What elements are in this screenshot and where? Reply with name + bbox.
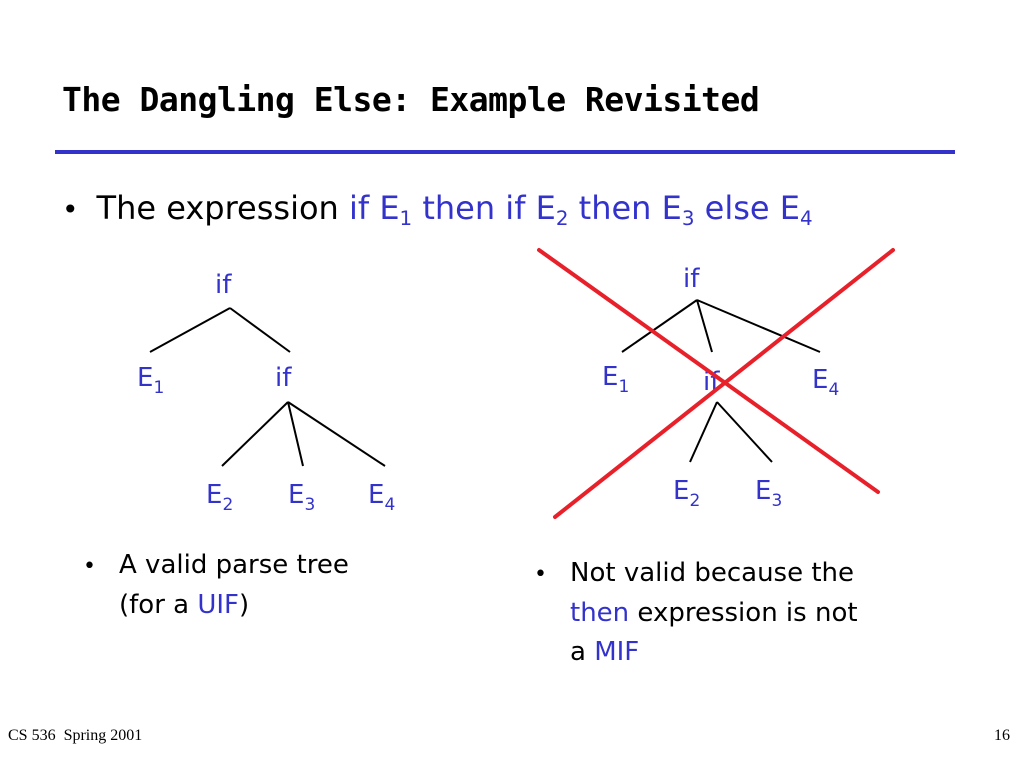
- left-tree-inner-if: if: [275, 363, 292, 393]
- cross-line-b: [553, 248, 895, 519]
- right-tree-e3: E3: [755, 476, 782, 511]
- bullet-icon: •: [62, 193, 79, 226]
- left-tree-e2: E2: [206, 480, 233, 515]
- main-bullet: • The expression if E1 then if E2 then E3…: [62, 189, 813, 230]
- edge-left-root-if: [229, 307, 291, 353]
- edge-left-root-e1: [149, 307, 231, 353]
- edge-right-root-e4: [696, 299, 821, 353]
- footer-page-number: 16: [994, 727, 1010, 744]
- footer-course: CS 536 Spring 2001: [8, 727, 143, 744]
- right-tree-root: if: [683, 264, 700, 294]
- edge-right-if-e3: [716, 401, 773, 463]
- edge-right-root-e1: [621, 299, 698, 353]
- left-tree-e1: E1: [137, 363, 164, 398]
- edge-right-root-if: [696, 299, 713, 353]
- title-divider: [55, 150, 955, 154]
- mif-term: MIF: [594, 637, 640, 667]
- then-term: then: [570, 598, 630, 628]
- left-tree-edges: [149, 307, 386, 467]
- slide-title: The Dangling Else: Example Revisited: [62, 80, 760, 119]
- bullet-icon: •: [534, 562, 547, 587]
- right-tree-e4: E4: [812, 365, 839, 400]
- right-tree-e2: E2: [673, 476, 700, 511]
- uif-term: UIF: [197, 590, 240, 620]
- invalid-tree-note: •Not valid because the then expression i…: [534, 554, 858, 672]
- valid-tree-note: •A valid parse tree (for a UIF): [83, 546, 349, 625]
- expression-text: if E1 then if E2 then E3 else E4: [348, 189, 813, 230]
- right-tree-edges: [621, 299, 821, 463]
- left-tree-e4: E4: [368, 480, 395, 515]
- main-bullet-lead: The expression: [96, 189, 339, 227]
- edge-right-if-e2: [689, 401, 718, 463]
- edge-left-if-e4: [287, 401, 386, 467]
- edge-left-if-e3: [287, 401, 304, 467]
- right-tree-e1: E1: [602, 362, 629, 397]
- edge-left-if-e2: [221, 401, 289, 467]
- bullet-icon: •: [83, 554, 96, 579]
- invalid-cross-mark: [537, 248, 895, 519]
- cross-line-a: [537, 248, 880, 494]
- left-tree-root: if: [215, 270, 232, 300]
- left-tree-e3: E3: [288, 480, 315, 515]
